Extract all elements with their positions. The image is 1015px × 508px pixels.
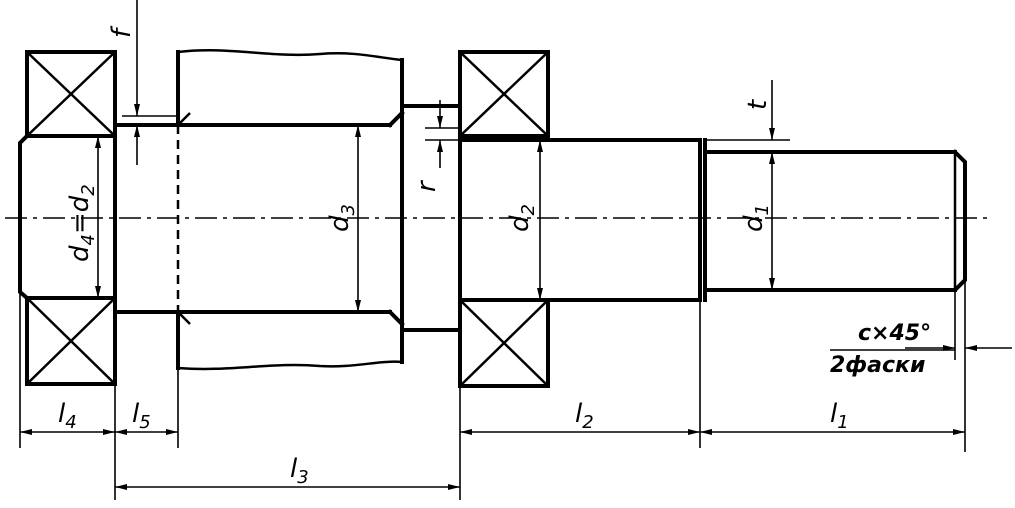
svg-text:d1: d1 <box>739 204 773 232</box>
label-d4-sub: 4 <box>78 234 99 245</box>
label-d2-sub-left: 2 <box>78 184 99 195</box>
svg-text:d3: d3 <box>325 204 359 232</box>
label-l3: l3 <box>290 454 309 488</box>
dimension-r <box>425 100 460 168</box>
right-bearing <box>458 50 550 388</box>
label-d3-sub: 3 <box>338 204 359 215</box>
shaft-section-d2 <box>458 104 702 332</box>
chamfer-note-line1: c×45° <box>858 321 931 346</box>
shaft-collar <box>400 104 462 332</box>
label-d3: d3 <box>325 204 359 232</box>
label-d2-main: d <box>505 215 535 232</box>
gear-hub <box>176 49 405 371</box>
extension-lines <box>19 280 966 500</box>
label-d4-main: d <box>65 245 95 262</box>
dimension-f <box>122 0 178 165</box>
label-d1-main: d <box>739 215 769 232</box>
chamfer-note-line2: 2фаски <box>830 353 925 378</box>
label-d2: d2 <box>505 204 539 232</box>
label-d1-sub: 1 <box>752 204 773 215</box>
label-d2-sub: 2 <box>518 204 539 215</box>
chamfer-leader <box>830 345 1012 351</box>
label-t: t <box>743 99 773 110</box>
label-d4-eq-d2: d4=d2 <box>65 184 99 262</box>
svg-text:d2: d2 <box>505 204 539 232</box>
label-d1: d1 <box>739 204 773 232</box>
label-d3-main: d <box>325 215 355 232</box>
label-f: f <box>107 25 137 38</box>
label-r: r <box>412 179 442 192</box>
label-l4: l4 <box>58 399 77 433</box>
label-l1: l1 <box>830 399 849 433</box>
svg-text:d4=d2: d4=d2 <box>65 184 99 262</box>
label-d4-eq: =d <box>65 195 95 234</box>
label-l5: l5 <box>132 399 151 433</box>
dimension-t <box>705 80 790 153</box>
label-l2: l2 <box>575 399 594 433</box>
